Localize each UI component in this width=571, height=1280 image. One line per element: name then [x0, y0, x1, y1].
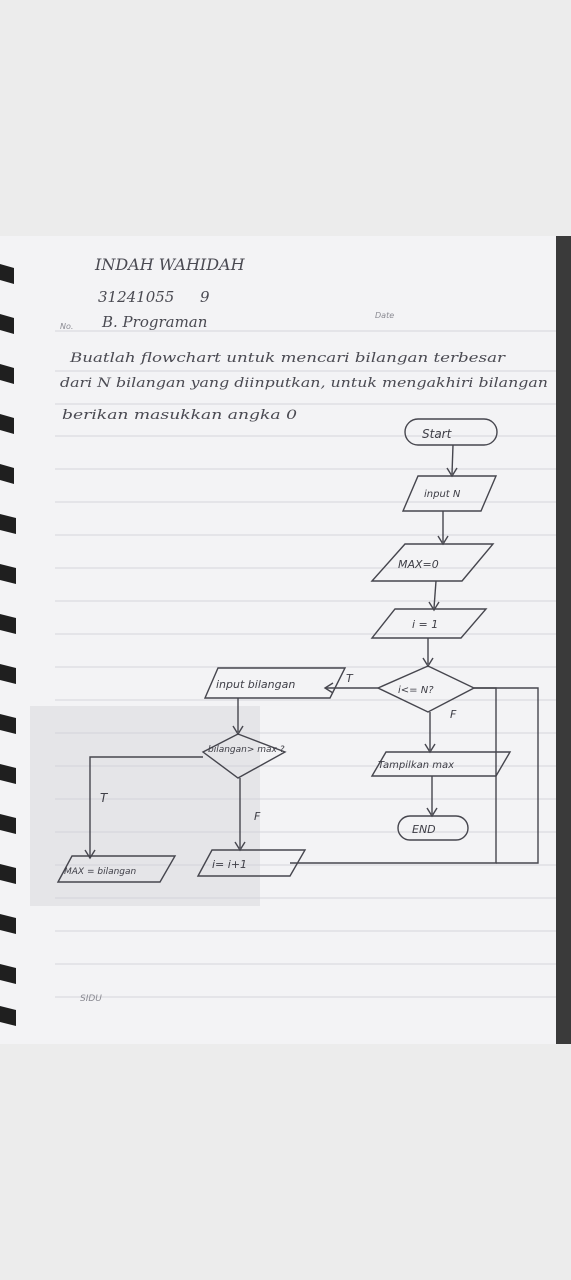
input-bilangan-parallelogram [203, 667, 347, 699]
start-terminator [404, 418, 498, 446]
spiral-binding [0, 264, 16, 1026]
flowchart [56, 418, 539, 883]
no-label: No. [60, 322, 73, 331]
notebook-photo: INDAH WAHIDAH 31241055 9 No. B. Programa… [0, 236, 571, 1044]
notebook-brand: SIDU [80, 994, 102, 1004]
arrow-true-to-assign [89, 756, 203, 856]
label-false-loop: F [450, 708, 457, 721]
arrow-max-to-i [433, 580, 437, 609]
i-init-parallelogram [370, 608, 488, 639]
date-label: Date [375, 311, 394, 320]
page-edge [556, 236, 571, 1044]
student-id: 31241055 [98, 288, 174, 306]
label-true-loop: T [346, 672, 354, 685]
decision-loop-diamond [376, 665, 476, 713]
student-id-mark: 9 [200, 288, 210, 306]
decision-max-diamond [201, 733, 287, 779]
max-init-parallelogram [370, 543, 495, 582]
arrowhead [84, 849, 96, 860]
increment-parallelogram [196, 849, 307, 877]
outer-loop-line [474, 687, 539, 864]
hand-shadow [30, 706, 260, 906]
max-assign-parallelogram [56, 855, 177, 883]
task-line-3: berikan masukkan angka 0 [62, 408, 297, 423]
task-line-2: dari N bilangan yang diinputkan, untuk m… [60, 376, 548, 391]
end-text: END [412, 823, 436, 836]
i-init-text: i = 1 [412, 618, 438, 631]
notebook-page: INDAH WAHIDAH 31241055 9 No. B. Programa… [0, 236, 571, 1044]
class-name: B. Programan [101, 313, 207, 331]
start-text: Start [422, 427, 453, 441]
input-n-parallelogram [401, 475, 498, 512]
input-bilangan-text: input bilangan [216, 678, 295, 691]
input-n-text: input N [424, 489, 461, 500]
decision-max-text: bilangan> max ? [208, 745, 285, 755]
label-true-max: T [100, 791, 109, 805]
label-false-max: F [254, 810, 261, 823]
decision-loop-text: i<= N? [398, 685, 434, 696]
output-text: Tampilkan max [378, 760, 454, 771]
arrowhead [428, 601, 440, 612]
max-init-text: MAX=0 [398, 558, 439, 571]
task-line-1: Buatlah flowchart untuk mencari bilangan… [69, 351, 506, 366]
arrowhead [323, 682, 334, 694]
max-assign-text: MAX = bilangan [64, 867, 137, 877]
end-terminator [397, 815, 469, 841]
arrow-start-to-input [451, 444, 454, 475]
student-name: INDAH WAHIDAH [94, 255, 246, 274]
output-parallelogram [370, 751, 512, 777]
increment-text: i= i+1 [212, 858, 247, 871]
